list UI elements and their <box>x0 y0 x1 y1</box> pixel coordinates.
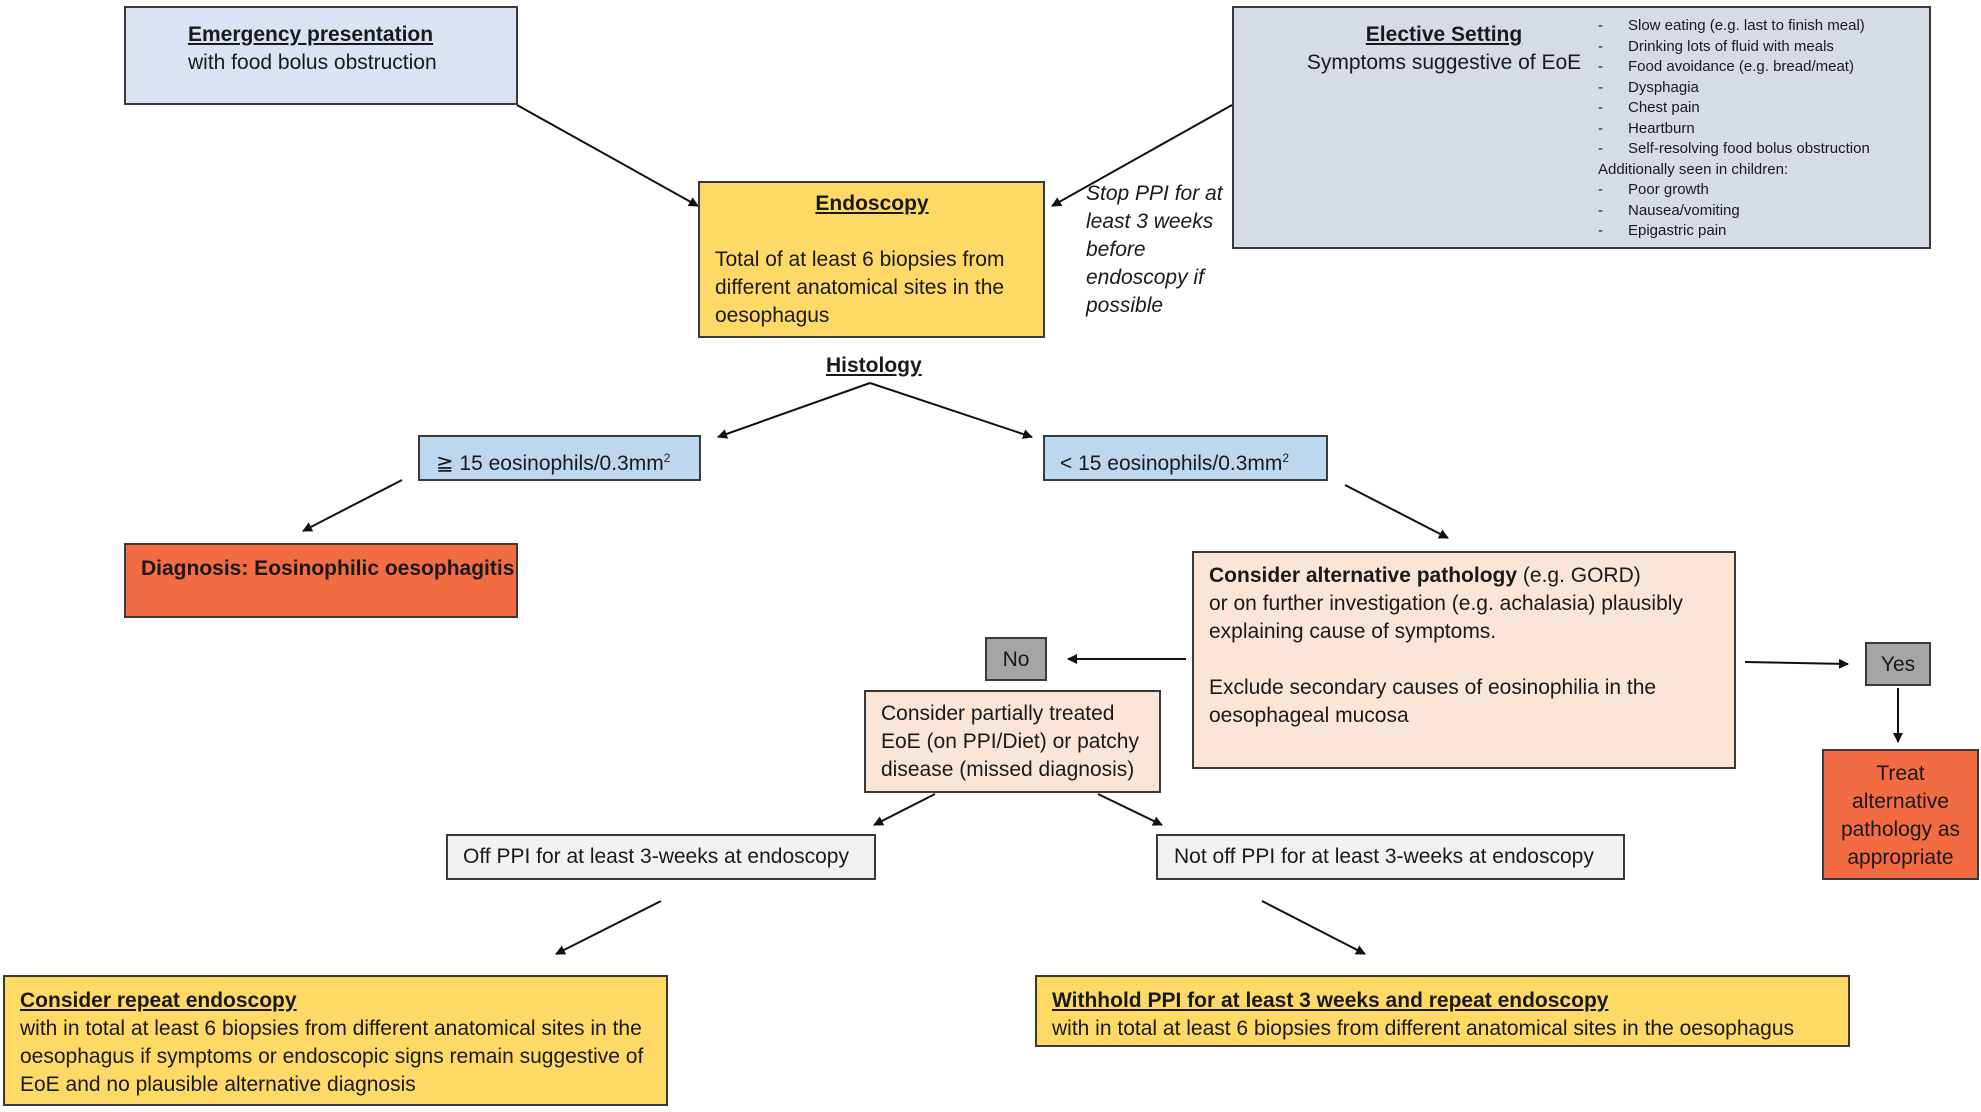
repeat-endoscopy-text: with in total at least 6 biopsies from d… <box>20 1017 644 1096</box>
low-eosinophils-label: < 15 eosinophils/0.3mm <box>1060 452 1283 475</box>
symptom-item: Heartburn <box>1598 119 1928 140</box>
emergency-title: Emergency presentation <box>188 23 434 46</box>
endoscopy-title: Endoscopy <box>815 192 929 215</box>
arrow-off-to-repeat <box>555 900 662 955</box>
emergency-presentation-box: Emergency presentation with food bolus o… <box>124 6 518 105</box>
no-label: No <box>1002 648 1030 671</box>
symptom-list: Slow eating (e.g. last to finish meal) D… <box>1598 16 1928 242</box>
treat-alternative-box: Treat alternative pathology as appropria… <box>1822 749 1979 880</box>
alternative-line3: Exclude secondary causes of eosinophilia… <box>1209 676 1657 727</box>
arrow-histology-to-high <box>717 382 871 439</box>
arrow-notoff-to-withhold <box>1261 900 1366 955</box>
diagnosis-label: Diagnosis: Eosinophilic oesophagitis <box>141 557 515 580</box>
child-symptom-item: Epigastric pain <box>1598 221 1928 242</box>
treat-alternative-label: Treat alternative pathology as appropria… <box>1840 762 1961 869</box>
alternative-title-suffix: (e.g. GORD) <box>1517 564 1641 587</box>
not-off-ppi-label: Not off PPI for at least 3-weeks at endo… <box>1174 845 1594 868</box>
repeat-endoscopy-title: Consider repeat endoscopy <box>20 989 297 1012</box>
low-eosinophils-box: < 15 eosinophils/0.3mm2 <box>1043 435 1328 481</box>
alternative-title: Consider alternative pathology <box>1209 564 1518 587</box>
yes-label: Yes <box>1880 653 1916 676</box>
emergency-text: with food bolus obstruction <box>188 51 437 74</box>
symptom-item: Drinking lots of fluid with meals <box>1598 37 1928 58</box>
child-symptom-item: Nausea/vomiting <box>1598 201 1928 222</box>
partially-treated-box: Consider partially treated EoE (on PPI/D… <box>864 690 1161 793</box>
alternative-pathology-box: Consider alternative pathology (e.g. GOR… <box>1192 551 1736 769</box>
arrow-high-to-diagnosis <box>302 479 403 532</box>
partially-treated-label: Consider partially treated EoE (on PPI/D… <box>881 702 1139 781</box>
children-heading: Additionally seen in children: <box>1598 160 1789 178</box>
symptom-item: Food avoidance (e.g. bread/meat) <box>1598 57 1928 78</box>
repeat-endoscopy-box: Consider repeat endoscopy with in total … <box>3 975 668 1106</box>
yes-box: Yes <box>1865 642 1931 686</box>
alternative-line2: or on further investigation (e.g. achala… <box>1209 592 1683 643</box>
arrow-low-to-alternative <box>1344 484 1449 539</box>
arrow-emergency-to-endoscopy <box>516 104 699 207</box>
stop-ppi-note: Stop PPI for at least 3 weeks before end… <box>1086 182 1223 317</box>
high-eosinophils-sup: 2 <box>663 451 671 465</box>
symptom-item: Self-resolving food bolus obstruction <box>1598 139 1928 160</box>
arrow-elective-to-endoscopy <box>1051 104 1233 207</box>
withhold-ppi-box: Withhold PPI for at least 3 weeks and re… <box>1035 975 1850 1047</box>
elective-setting-box: Elective Setting Symptoms suggestive of … <box>1232 6 1931 249</box>
arrow-alternative-to-yes <box>1744 658 1849 669</box>
histology-label: Histology <box>826 354 922 377</box>
arrow-partial-to-notoff <box>1097 793 1163 826</box>
endoscopy-text: Total of at least 6 biopsies from differ… <box>715 248 1005 327</box>
child-symptom-item: Poor growth <box>1598 180 1928 201</box>
symptom-item: Chest pain <box>1598 98 1928 119</box>
high-eosinophils-box: ≧ 15 eosinophils/0.3mm2 <box>418 435 701 481</box>
off-ppi-box: Off PPI for at least 3-weeks at endoscop… <box>446 834 876 880</box>
endoscopy-box: Endoscopy Total of at least 6 biopsies f… <box>698 181 1045 338</box>
elective-title: Elective Setting <box>1365 23 1523 46</box>
off-ppi-label: Off PPI for at least 3-weeks at endoscop… <box>463 845 849 868</box>
symptom-item: Slow eating (e.g. last to finish meal) <box>1598 16 1928 37</box>
elective-text: Symptoms suggestive of EoE <box>1306 51 1582 74</box>
diagnosis-box: Diagnosis: Eosinophilic oesophagitis <box>124 543 518 618</box>
low-eosinophils-sup: 2 <box>1282 451 1290 465</box>
arrow-histology-to-low <box>869 382 1033 439</box>
withhold-title: Withhold PPI for at least 3 weeks and re… <box>1052 989 1609 1012</box>
not-off-ppi-box: Not off PPI for at least 3-weeks at endo… <box>1156 834 1625 880</box>
no-box: No <box>985 637 1047 681</box>
withhold-text: with in total at least 6 biopsies from d… <box>1052 1017 1795 1040</box>
symptom-item: Dysphagia <box>1598 78 1928 99</box>
high-eosinophils-label: ≧ 15 eosinophils/0.3mm <box>436 452 664 475</box>
arrow-partial-to-off <box>873 793 936 826</box>
